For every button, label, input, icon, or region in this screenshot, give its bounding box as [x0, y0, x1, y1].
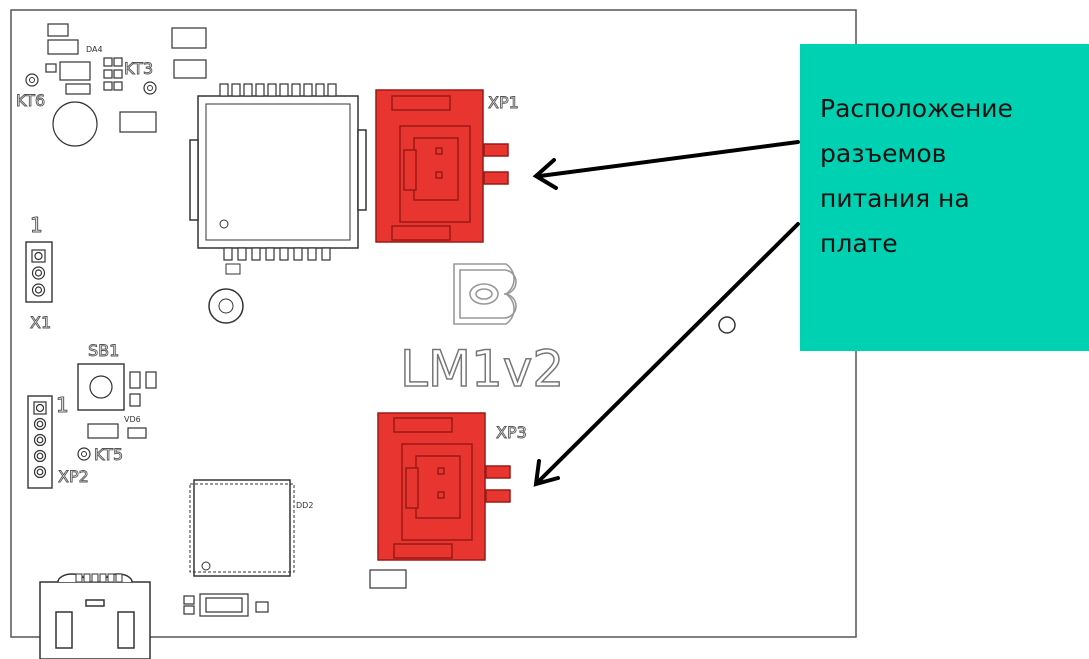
usb-pin [115, 573, 123, 583]
connector-xp2-pins [33, 401, 47, 479]
module-pin [219, 83, 229, 97]
module-pin [279, 83, 289, 97]
module-pin [251, 247, 261, 261]
callout-text: Расположение разъемов питания на плате [820, 94, 1013, 258]
usb-pins [75, 573, 123, 583]
module-pin [243, 83, 253, 97]
usb-pin [83, 573, 91, 583]
chip-dd2 [193, 479, 291, 577]
usb-pin [91, 573, 99, 583]
module-small-part [225, 263, 241, 275]
mounting-hole [718, 316, 736, 334]
module-pin [303, 83, 313, 97]
label-pin1-x1: 1 [30, 213, 43, 237]
label-xp2: XP2 [58, 467, 89, 486]
usb-pin [75, 573, 83, 583]
module-pin [291, 83, 301, 97]
label-kt5: KT5 [94, 445, 123, 464]
connector-xp1 [375, 89, 509, 243]
label-xp1: XP1 [488, 93, 519, 112]
connector-xp3 [377, 412, 511, 561]
module-pin [327, 83, 337, 97]
label-x1: X1 [30, 313, 51, 332]
board-name-text: LM1v2 [400, 340, 564, 398]
callout-box [800, 44, 1089, 351]
callout: Расположение разъемов питания на плате [800, 44, 1089, 351]
module-pin [293, 247, 303, 261]
label-da4: DA4 [86, 45, 103, 54]
module-pin [315, 83, 325, 97]
label-kt6: KT6 [16, 91, 45, 110]
arrow-to-xp3 [533, 222, 800, 487]
module-pin [231, 83, 241, 97]
module-main [189, 95, 367, 249]
label-kt3: KT3 [124, 59, 153, 78]
module-pin [267, 83, 277, 97]
module-pin [237, 247, 247, 261]
usb-connector [39, 573, 151, 659]
module-pin [255, 83, 265, 97]
label-pin1-xp2: 1 [56, 393, 69, 417]
module-pin1-marker [219, 219, 229, 229]
label-vd6: VD6 [124, 415, 141, 424]
module-pin [223, 247, 233, 261]
bottom-parts [183, 569, 407, 617]
sb1-side-parts [87, 371, 157, 439]
label-xp3: XP3 [496, 423, 527, 442]
module-pins-bottom [223, 247, 331, 261]
module-pin [307, 247, 317, 261]
connector-x1-pins [31, 249, 46, 297]
usb-pin [107, 573, 115, 583]
usb-pin [99, 573, 107, 583]
label-dd2: DD2 [296, 501, 313, 510]
arrow-to-xp1 [532, 140, 800, 190]
label-sb1: SB1 [88, 341, 119, 360]
module-pin [279, 247, 289, 261]
logo-emblem [453, 263, 517, 325]
module-pins-top [219, 83, 337, 97]
module-pin [265, 247, 275, 261]
module-pin [321, 247, 331, 261]
top-left-components [45, 23, 207, 147]
